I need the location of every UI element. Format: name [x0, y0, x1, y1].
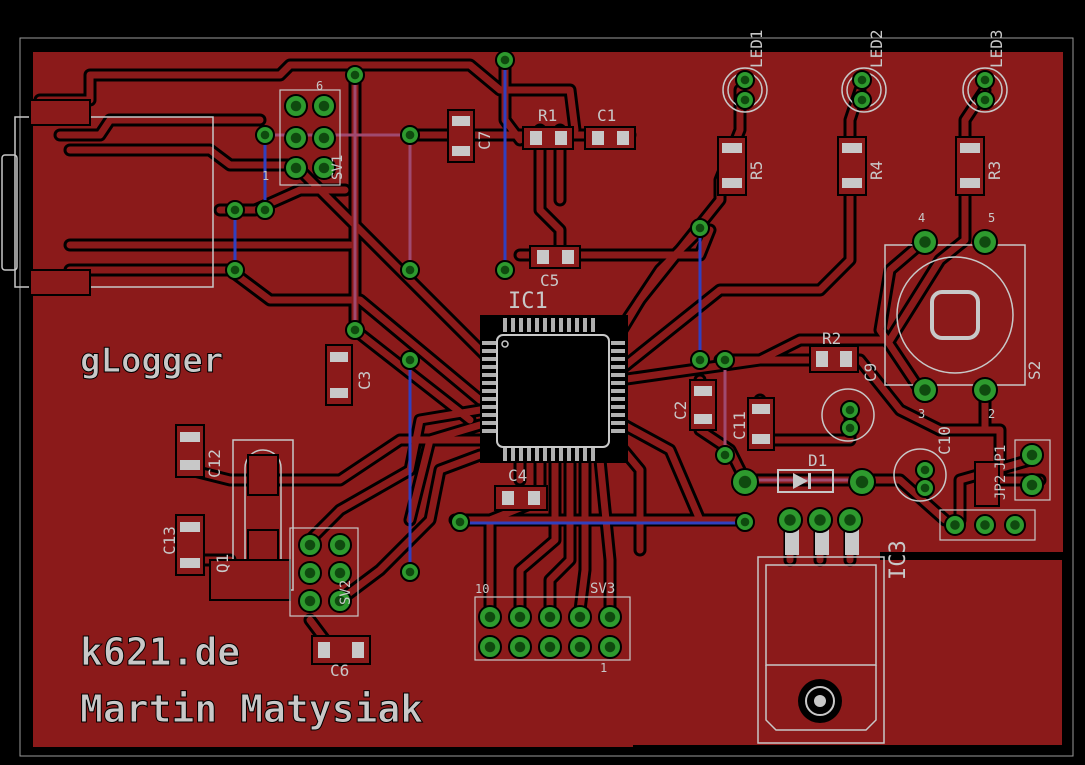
board-title: gLogger: [80, 341, 223, 381]
label-c6: C6: [330, 661, 349, 680]
label-c7: C7: [475, 131, 494, 150]
label-d1: D1: [808, 451, 827, 470]
label-r5: R5: [747, 161, 766, 180]
label-c9: C9: [861, 363, 880, 382]
board-site: k621.de: [80, 630, 240, 674]
board-outline: [19, 37, 1074, 757]
label-pin3: 3: [918, 407, 925, 421]
label-c3: C3: [355, 371, 374, 390]
label-pin2: 2: [988, 407, 995, 421]
label-sv1: SV1: [330, 155, 346, 180]
label-r4: R4: [867, 161, 886, 180]
label-pin10: 10: [475, 582, 489, 596]
label-c4: C4: [508, 466, 527, 485]
silkscreen-text: gLogger k621.de Martin Matysiak IC1 IC3 …: [80, 29, 1045, 731]
label-led1: LED1: [747, 29, 766, 68]
label-s2: S2: [1025, 361, 1044, 380]
label-ic1: IC1: [508, 289, 548, 314]
ic1-chip: [480, 315, 628, 463]
label-c5: C5: [540, 271, 559, 290]
label-pin1-sv3: 1: [600, 661, 607, 675]
smd-components: [175, 109, 1000, 665]
label-pin6: 6: [316, 79, 323, 93]
label-r3: R3: [985, 161, 1004, 180]
crystal-pads: [209, 454, 291, 601]
label-q1: Q1: [213, 554, 232, 573]
board-author: Martin Matysiak: [80, 687, 423, 731]
label-ic3: IC3: [886, 540, 911, 580]
label-pin1-sv1: 1: [262, 169, 269, 183]
label-r1: R1: [538, 106, 557, 125]
label-pin5: 5: [988, 211, 995, 225]
electrolytic-caps: [821, 388, 947, 502]
label-c1: C1: [597, 106, 616, 125]
label-c2: C2: [671, 401, 690, 420]
label-c12: C12: [205, 449, 224, 478]
label-led3: LED3: [987, 29, 1006, 68]
label-r2: R2: [822, 329, 841, 348]
label-sv2: SV2: [338, 580, 354, 605]
label-pin4: 4: [918, 211, 925, 225]
label-jp1: JP1: [993, 445, 1009, 470]
usb-connector: [1, 116, 214, 288]
label-c13: C13: [160, 526, 179, 555]
label-c10: C10: [935, 426, 954, 455]
diode-d1: [777, 469, 834, 493]
usb-pads: [29, 99, 91, 296]
label-jp2: JP2: [993, 475, 1009, 500]
label-led2: LED2: [867, 29, 886, 68]
label-sv3: SV3: [590, 581, 615, 597]
header-outlines: [279, 89, 1051, 661]
pads: [225, 50, 1044, 659]
switch-s2: [884, 244, 1026, 386]
label-c11: C11: [730, 411, 749, 440]
